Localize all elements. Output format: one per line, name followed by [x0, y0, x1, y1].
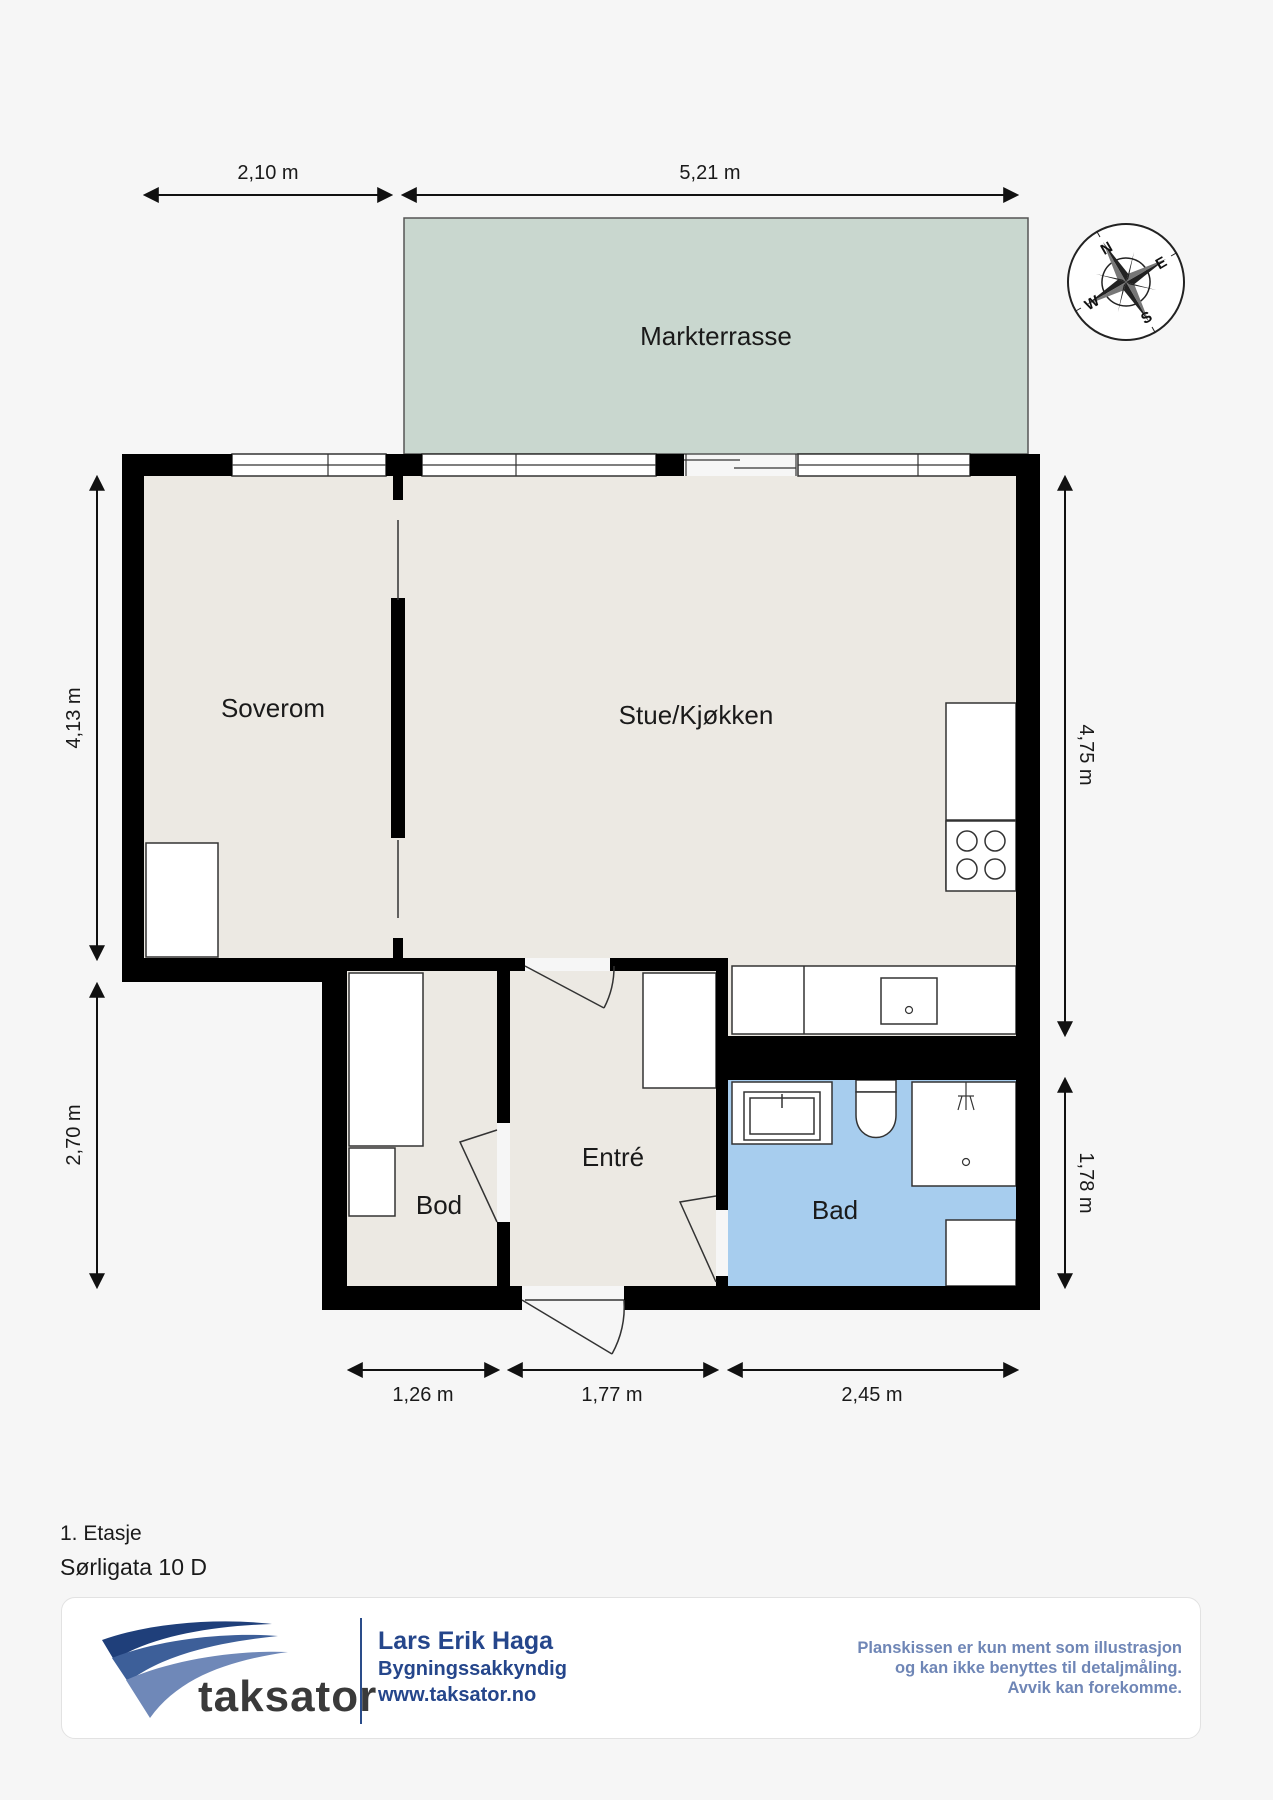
footer: taksator Lars Erik Haga Bygningssakkyndi… — [61, 1597, 1201, 1739]
storage-shelf-upper — [348, 972, 424, 1147]
toilet — [855, 1079, 897, 1139]
stove — [945, 820, 1017, 892]
dim-right-lower: 1,78 m — [1075, 1152, 1097, 1213]
shower-head — [957, 1082, 975, 1111]
contact-info: Lars Erik Haga Bygningssakkyndig www.tak… — [378, 1626, 567, 1708]
brand-name: taksator — [198, 1672, 378, 1721]
floor-info: 1. Etasje Sørligata 10 D — [60, 1518, 207, 1584]
room-label-entrance: Entré — [582, 1142, 644, 1172]
disclaimer: Planskissen er kun ment som illustrasjon… — [857, 1638, 1182, 1698]
bathroom-sink — [743, 1091, 821, 1141]
dim-bottom-3: 2,45 m — [841, 1384, 902, 1406]
contact-name: Lars Erik Haga — [378, 1627, 554, 1655]
room-label-bedroom: Soverom — [221, 693, 325, 723]
address: Sørligata 10 D — [60, 1554, 208, 1580]
website-link[interactable]: www.taksator.no — [378, 1684, 537, 1706]
living-floor — [394, 476, 1016, 958]
dim-right-upper: 4,75 m — [1075, 724, 1097, 785]
disclaimer-line-1: Planskissen er kun ment som illustrasjon — [857, 1639, 1182, 1657]
dimension-lines — [89, 187, 1073, 1378]
dim-left-upper: 4,13 m — [63, 687, 85, 748]
dim-top-right: 5,21 m — [679, 162, 740, 184]
taksator-logo: taksator — [92, 1610, 376, 1730]
terrace-area — [403, 217, 1029, 455]
walls — [122, 454, 1040, 1310]
washer — [945, 1219, 1017, 1287]
room-label-living-kitchen: Stue/Kjøkken — [619, 700, 774, 730]
room-label-storage: Bod — [416, 1190, 462, 1220]
dim-bottom-1: 1,26 m — [392, 1384, 453, 1406]
floor-level: 1. Etasje — [60, 1522, 142, 1545]
dim-bottom-2: 1,77 m — [581, 1384, 642, 1406]
entrance-closet — [642, 972, 717, 1089]
dim-top-left: 2,10 m — [237, 162, 298, 184]
disclaimer-line-2: og kan ikke benyttes til detaljmåling. — [895, 1659, 1182, 1677]
bedroom-wardrobe — [145, 842, 219, 958]
kitchen-sink — [880, 977, 938, 1025]
disclaimer-line-3: Avvik kan forekomme. — [1007, 1679, 1182, 1697]
compass-icon: N S E W — [1067, 223, 1185, 341]
kitchen-counter-bottom — [731, 965, 1017, 1035]
storage-shelf-lower — [348, 1147, 396, 1217]
footer-divider — [360, 1618, 362, 1724]
dim-left-lower: 2,70 m — [63, 1104, 85, 1165]
room-label-bathroom: Bad — [812, 1195, 858, 1225]
doors — [458, 965, 717, 1355]
taksator-swoosh-icon — [102, 1621, 288, 1718]
room-label-terrace: Markterrasse — [640, 321, 792, 351]
shower — [911, 1081, 1017, 1187]
contact-title: Bygningssakkyndig — [378, 1658, 567, 1680]
shower-drain — [961, 1157, 971, 1167]
